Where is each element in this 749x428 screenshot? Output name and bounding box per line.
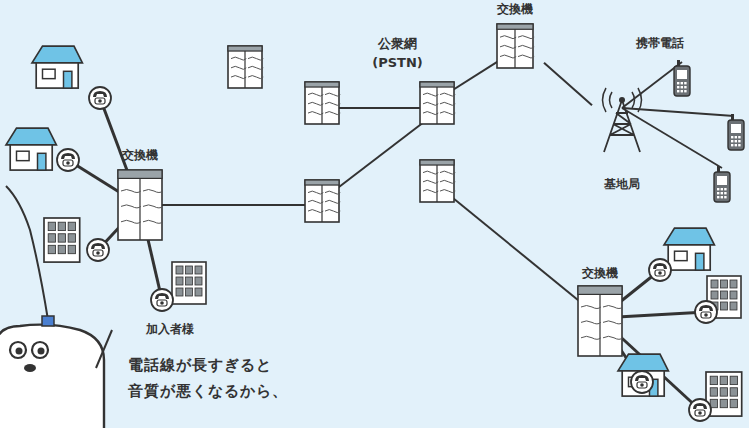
switch-icon [305, 82, 340, 124]
mascot-bear [0, 186, 112, 428]
wire [437, 185, 600, 318]
node-label: 基地局 [604, 177, 640, 192]
telephone-icon [89, 87, 111, 109]
network-cloud: 公衆網 (PSTN) 交換機 [200, 0, 595, 258]
telephone-icon [57, 149, 79, 171]
connector [544, 63, 592, 106]
switch-node: 交換機 [486, 2, 544, 72]
mobile-phone-icon [674, 60, 690, 96]
wire [622, 62, 682, 108]
caption-label: 加入者様 [146, 322, 194, 337]
speech-text: 電話線が長すぎると 音質が悪くなるから、 [128, 352, 298, 404]
telephone-icon [631, 371, 653, 393]
base-station: 基地局 [592, 72, 652, 192]
switch-icon [420, 160, 455, 202]
switch-icon [420, 82, 455, 124]
switch-node: 交換機 [110, 148, 170, 244]
node-label: 交換機 [122, 148, 158, 163]
network-name: 公衆網 (PSTN) [365, 34, 431, 72]
telephone-icon [151, 289, 173, 311]
switch-icon [578, 286, 623, 356]
telephone-icon [87, 239, 109, 261]
wire [140, 204, 322, 206]
switch-node: 交換機 [570, 266, 630, 362]
house-icon [6, 128, 56, 170]
tower-icon [603, 88, 642, 152]
building-icon [172, 262, 206, 304]
switch-icon [118, 170, 163, 240]
telephone-icon [649, 259, 671, 281]
house-icon [618, 354, 668, 396]
house-icon [664, 228, 714, 270]
mobile-phone-icon [728, 114, 744, 150]
mobile-phone-icon [714, 166, 730, 202]
node-label: 交換機 [582, 266, 618, 281]
switch-icon [305, 180, 340, 222]
wire [622, 108, 722, 168]
house-icon [32, 46, 82, 88]
switch-icon [497, 24, 534, 68]
telephone-icon [695, 301, 717, 323]
caption-label: 携帯電話 [636, 36, 684, 51]
telephone-icon [689, 399, 711, 421]
building-icon [44, 218, 80, 262]
switch-icon [228, 46, 263, 88]
node-label: 交換機 [497, 2, 533, 17]
